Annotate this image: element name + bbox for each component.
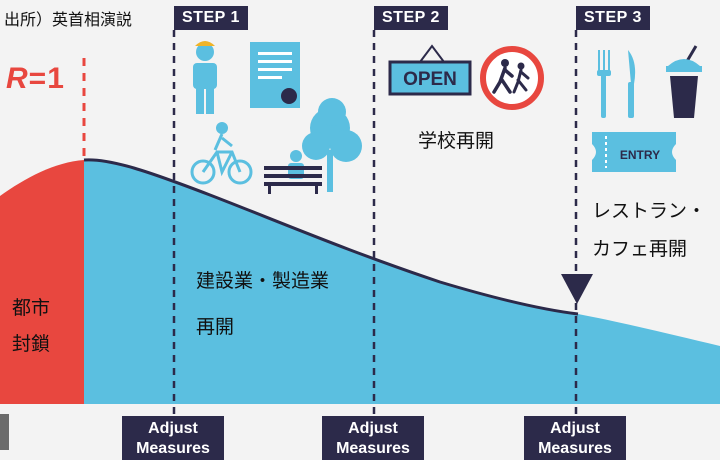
tree-icon [302, 98, 362, 192]
r-value: =1 [28, 62, 65, 95]
open-sign-text: OPEN [403, 69, 457, 90]
curve-line [83, 158, 579, 316]
lockdown-area [0, 160, 84, 404]
entry-ticket-text: ENTRY [620, 148, 660, 162]
adjust-line1: Adjust [348, 420, 398, 437]
adjust-line1: Adjust [148, 420, 198, 437]
step-3-tag: STEP 3 [576, 6, 650, 30]
children-crossing-icon [480, 46, 544, 110]
ticket-icon: ENTRY [592, 132, 676, 172]
r-variable: R [6, 62, 29, 95]
step-2-tag: STEP 2 [374, 6, 448, 30]
certificate-icon [250, 42, 300, 108]
fork-icon [597, 50, 611, 118]
reopening-area [84, 159, 720, 404]
adjust-line2: Measures [336, 440, 410, 457]
marker-triangle [561, 274, 593, 304]
open-sign-icon: OPEN [388, 44, 472, 96]
r-equals-one-label: R=1 [6, 62, 65, 96]
cyclist-icon [190, 122, 253, 185]
adjust-line2: Measures [538, 440, 612, 457]
source-label: 出所）英首相演説 [4, 10, 133, 29]
park-bench-icon [264, 150, 322, 194]
edge-tab[interactable] [0, 414, 9, 450]
step-1-tag: STEP 1 [174, 6, 248, 30]
step-3-label: レストラン・ カフェ再開 [592, 200, 707, 260]
step-1-label: 建設業・製造業 再開 [196, 270, 330, 338]
adjust-line2: Measures [136, 440, 210, 457]
knife-icon [628, 50, 636, 118]
step-2-label: 学校再開 [418, 130, 495, 152]
lockdown-label: 都市 封鎖 [12, 297, 51, 355]
worker-icon [193, 41, 217, 114]
adjust-line1: Adjust [550, 420, 600, 437]
cup-icon [666, 45, 702, 118]
